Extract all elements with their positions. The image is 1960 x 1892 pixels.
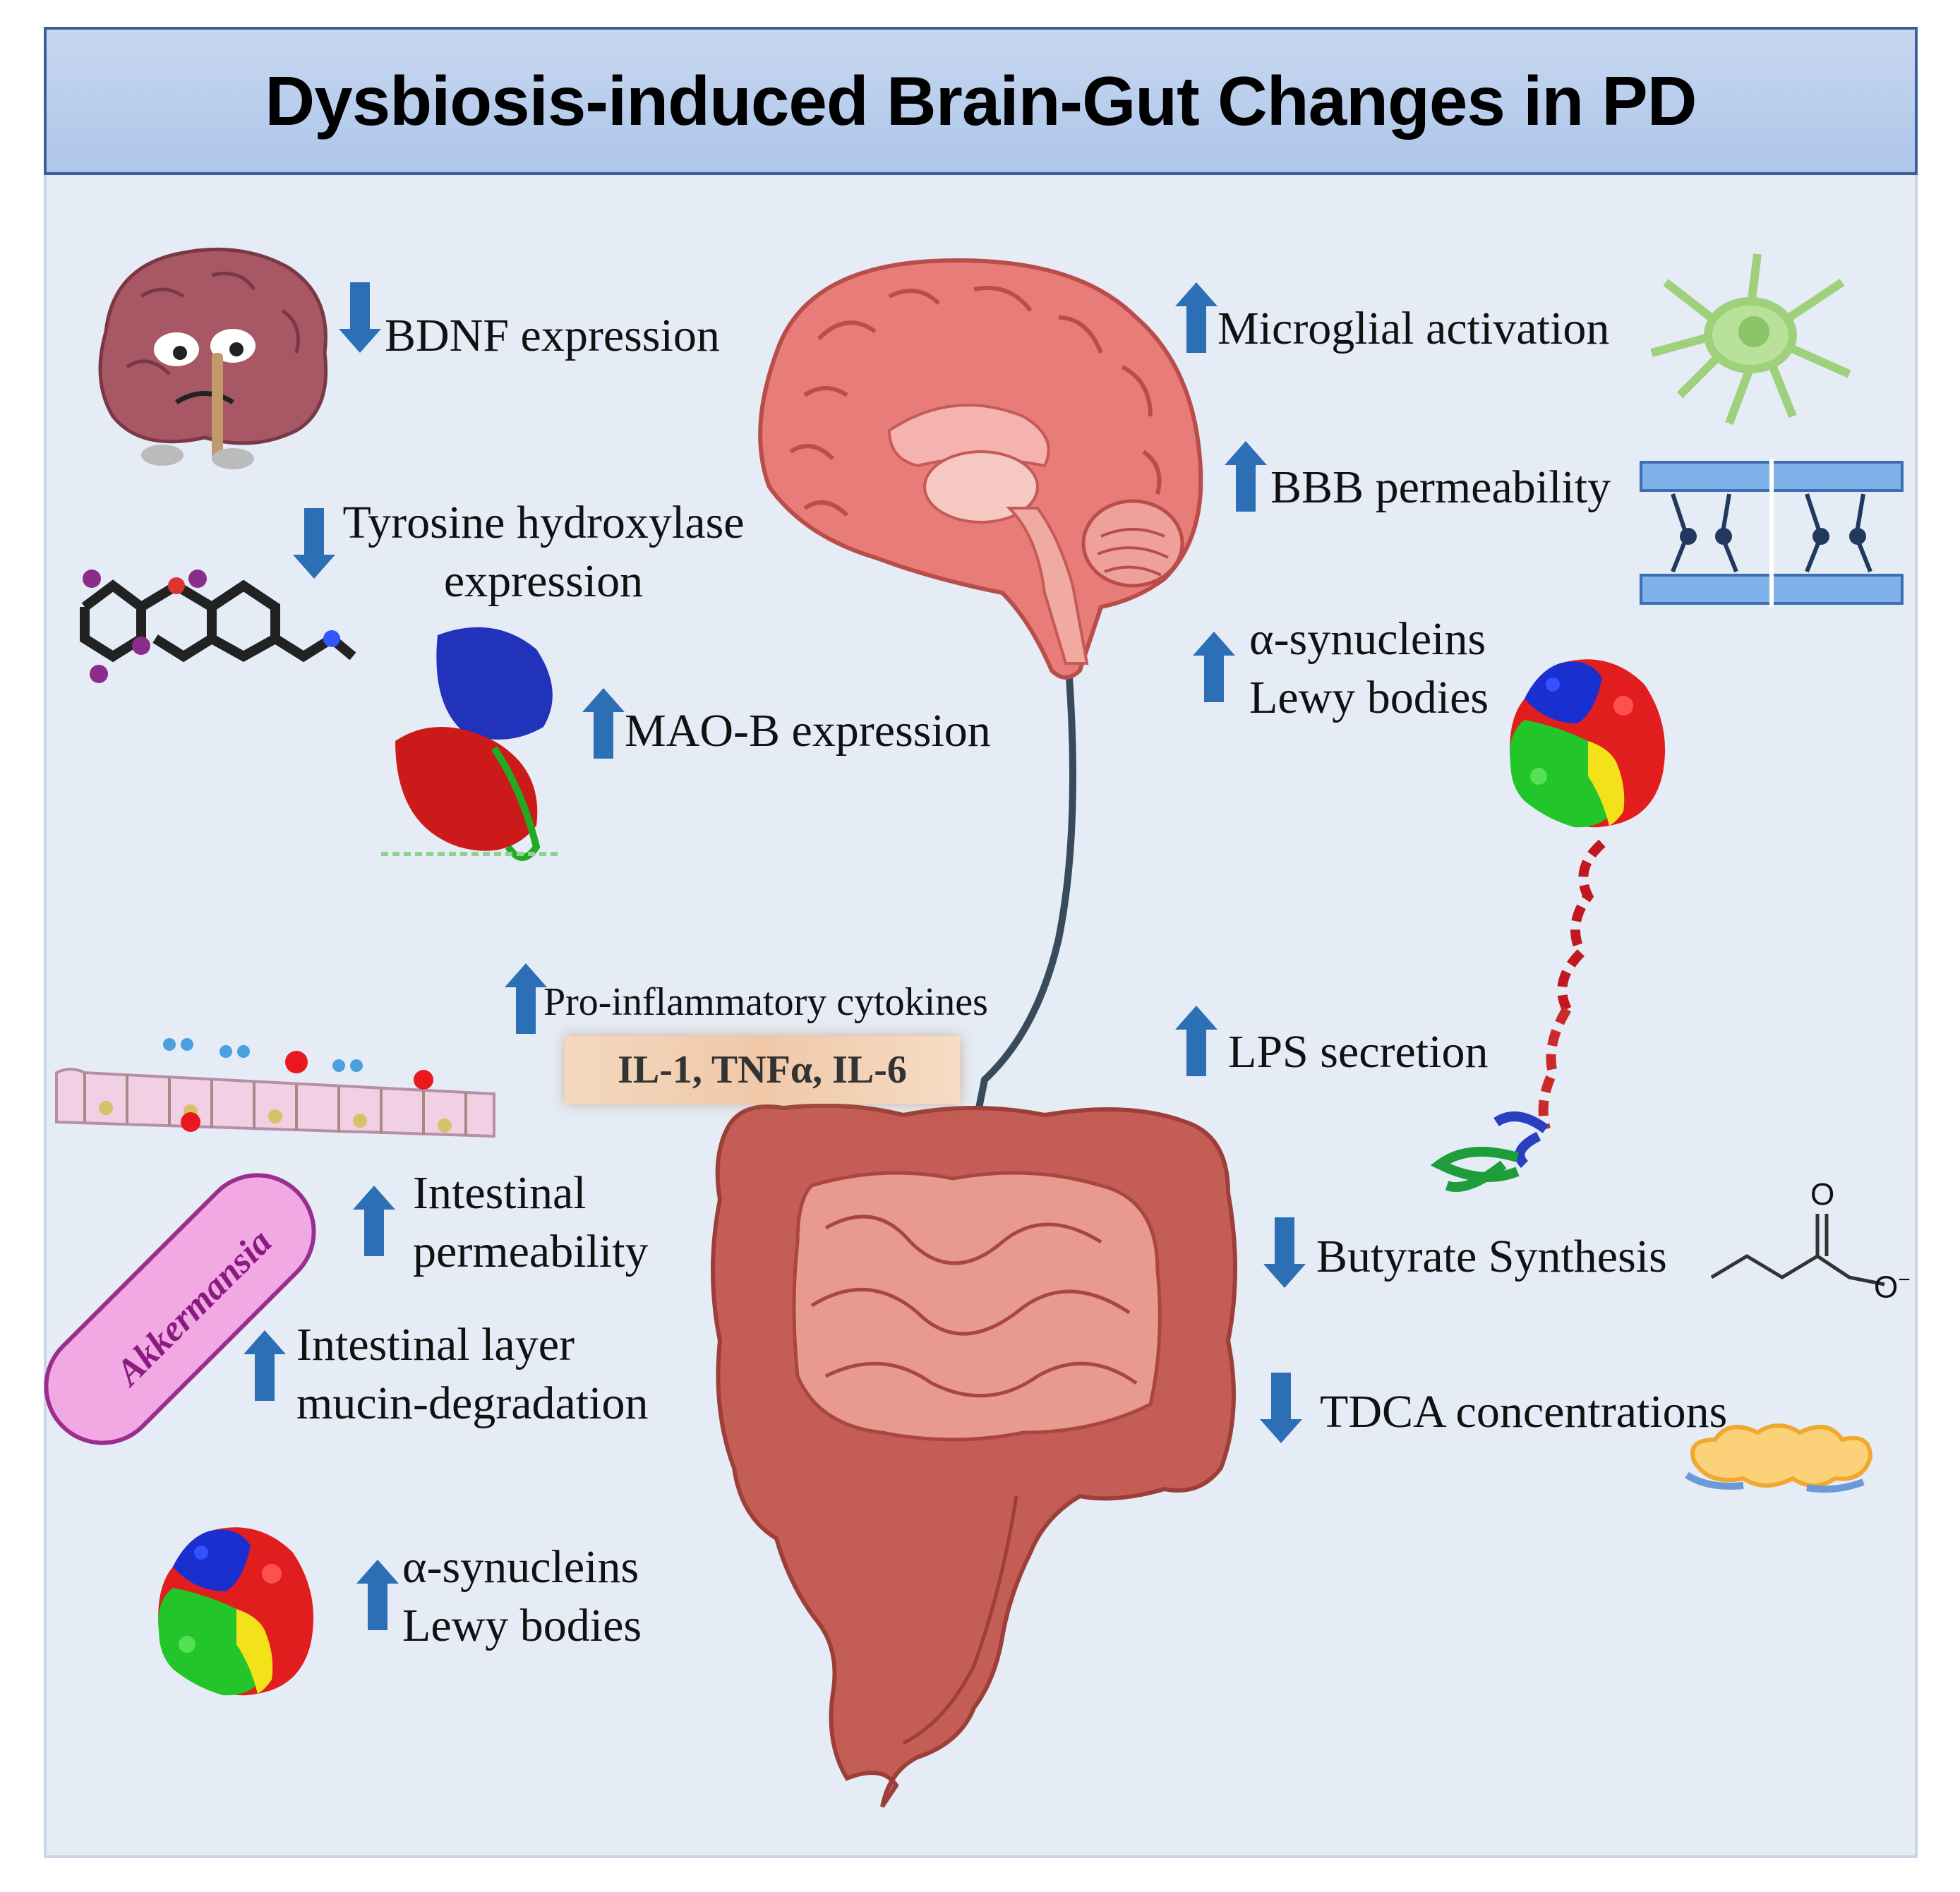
figure-title: Dysbiosis-induced Brain-Gut Changes in P… (265, 61, 1697, 140)
up-arrow-microglia-icon (1175, 282, 1218, 353)
brain-icon (758, 258, 1203, 680)
up-arrow-maob-icon (582, 688, 625, 759)
up-arrow-asyn-gut-icon (356, 1560, 399, 1630)
label-butyrate-ominus: O− (1874, 1268, 1911, 1305)
label-bbb: BBB permeability (1270, 462, 1611, 513)
label-butyrate-o: O (1810, 1177, 1835, 1212)
label-mucin-degradation: Intestinal layer mucin-degradation (296, 1319, 649, 1429)
label-asyn-brain: α-synucleins Lewy bodies (1249, 613, 1489, 723)
label-cytokines: Pro-inflammatory cytokines (543, 980, 988, 1024)
label-tdca: TDCA concentrations (1320, 1386, 1728, 1438)
up-arrow-mucin-icon (244, 1330, 286, 1401)
label-asyn-gut: α-synucleins Lewy bodies (402, 1541, 642, 1651)
label-maob: MAO-B expression (625, 705, 991, 757)
akkermansia-bacterium-icon (44, 1173, 316, 1445)
tyrosine-molecule-icon (80, 570, 356, 683)
label-bdnf: BDNF expression (385, 310, 720, 361)
lps-molecule-icon (1430, 839, 1606, 1192)
butyrate-structure-icon (1710, 1214, 1885, 1287)
title-banner: Dysbiosis-induced Brain-Gut Changes in P… (44, 27, 1918, 175)
sad-brain-icon (98, 247, 328, 469)
label-tyrosine-hydroxylase: Tyrosine hydroxylase expression (342, 497, 745, 607)
up-arrow-asyn-brain-icon (1193, 632, 1235, 702)
down-arrow-tyrosine-icon (293, 508, 335, 579)
down-arrow-tdca-icon (1260, 1373, 1302, 1443)
microglia-cell-icon (1650, 253, 1851, 426)
down-arrow-butyrate-icon (1263, 1217, 1306, 1288)
label-butyrate: Butyrate Synthesis (1316, 1231, 1667, 1282)
up-arrow-lps-icon (1175, 1006, 1218, 1076)
label-intestinal-permeability: Intestinal permeability (413, 1167, 649, 1277)
label-lps: LPS secretion (1228, 1026, 1489, 1078)
vagus-nerve-icon (974, 677, 1076, 1116)
label-microglia: Microglial activation (1218, 303, 1610, 354)
down-arrow-bdnf-icon (339, 282, 381, 353)
maob-protein-icon (381, 627, 558, 861)
tdca-molecule-icon (1685, 1423, 1873, 1493)
label-cytokine-list: IL-1, TNFα, IL-6 (618, 1048, 907, 1092)
gut-icon (711, 1103, 1237, 1808)
up-arrow-intestinal-permeability-icon (353, 1186, 395, 1256)
up-arrow-bbb-icon (1225, 441, 1267, 512)
up-arrow-cytokines-icon (505, 963, 547, 1034)
cytokine-box: IL-1, TNFα, IL-6 (565, 1036, 960, 1104)
intestinal-epithelium-icon (55, 1038, 495, 1138)
bbb-endothelium-icon (1640, 459, 1904, 607)
